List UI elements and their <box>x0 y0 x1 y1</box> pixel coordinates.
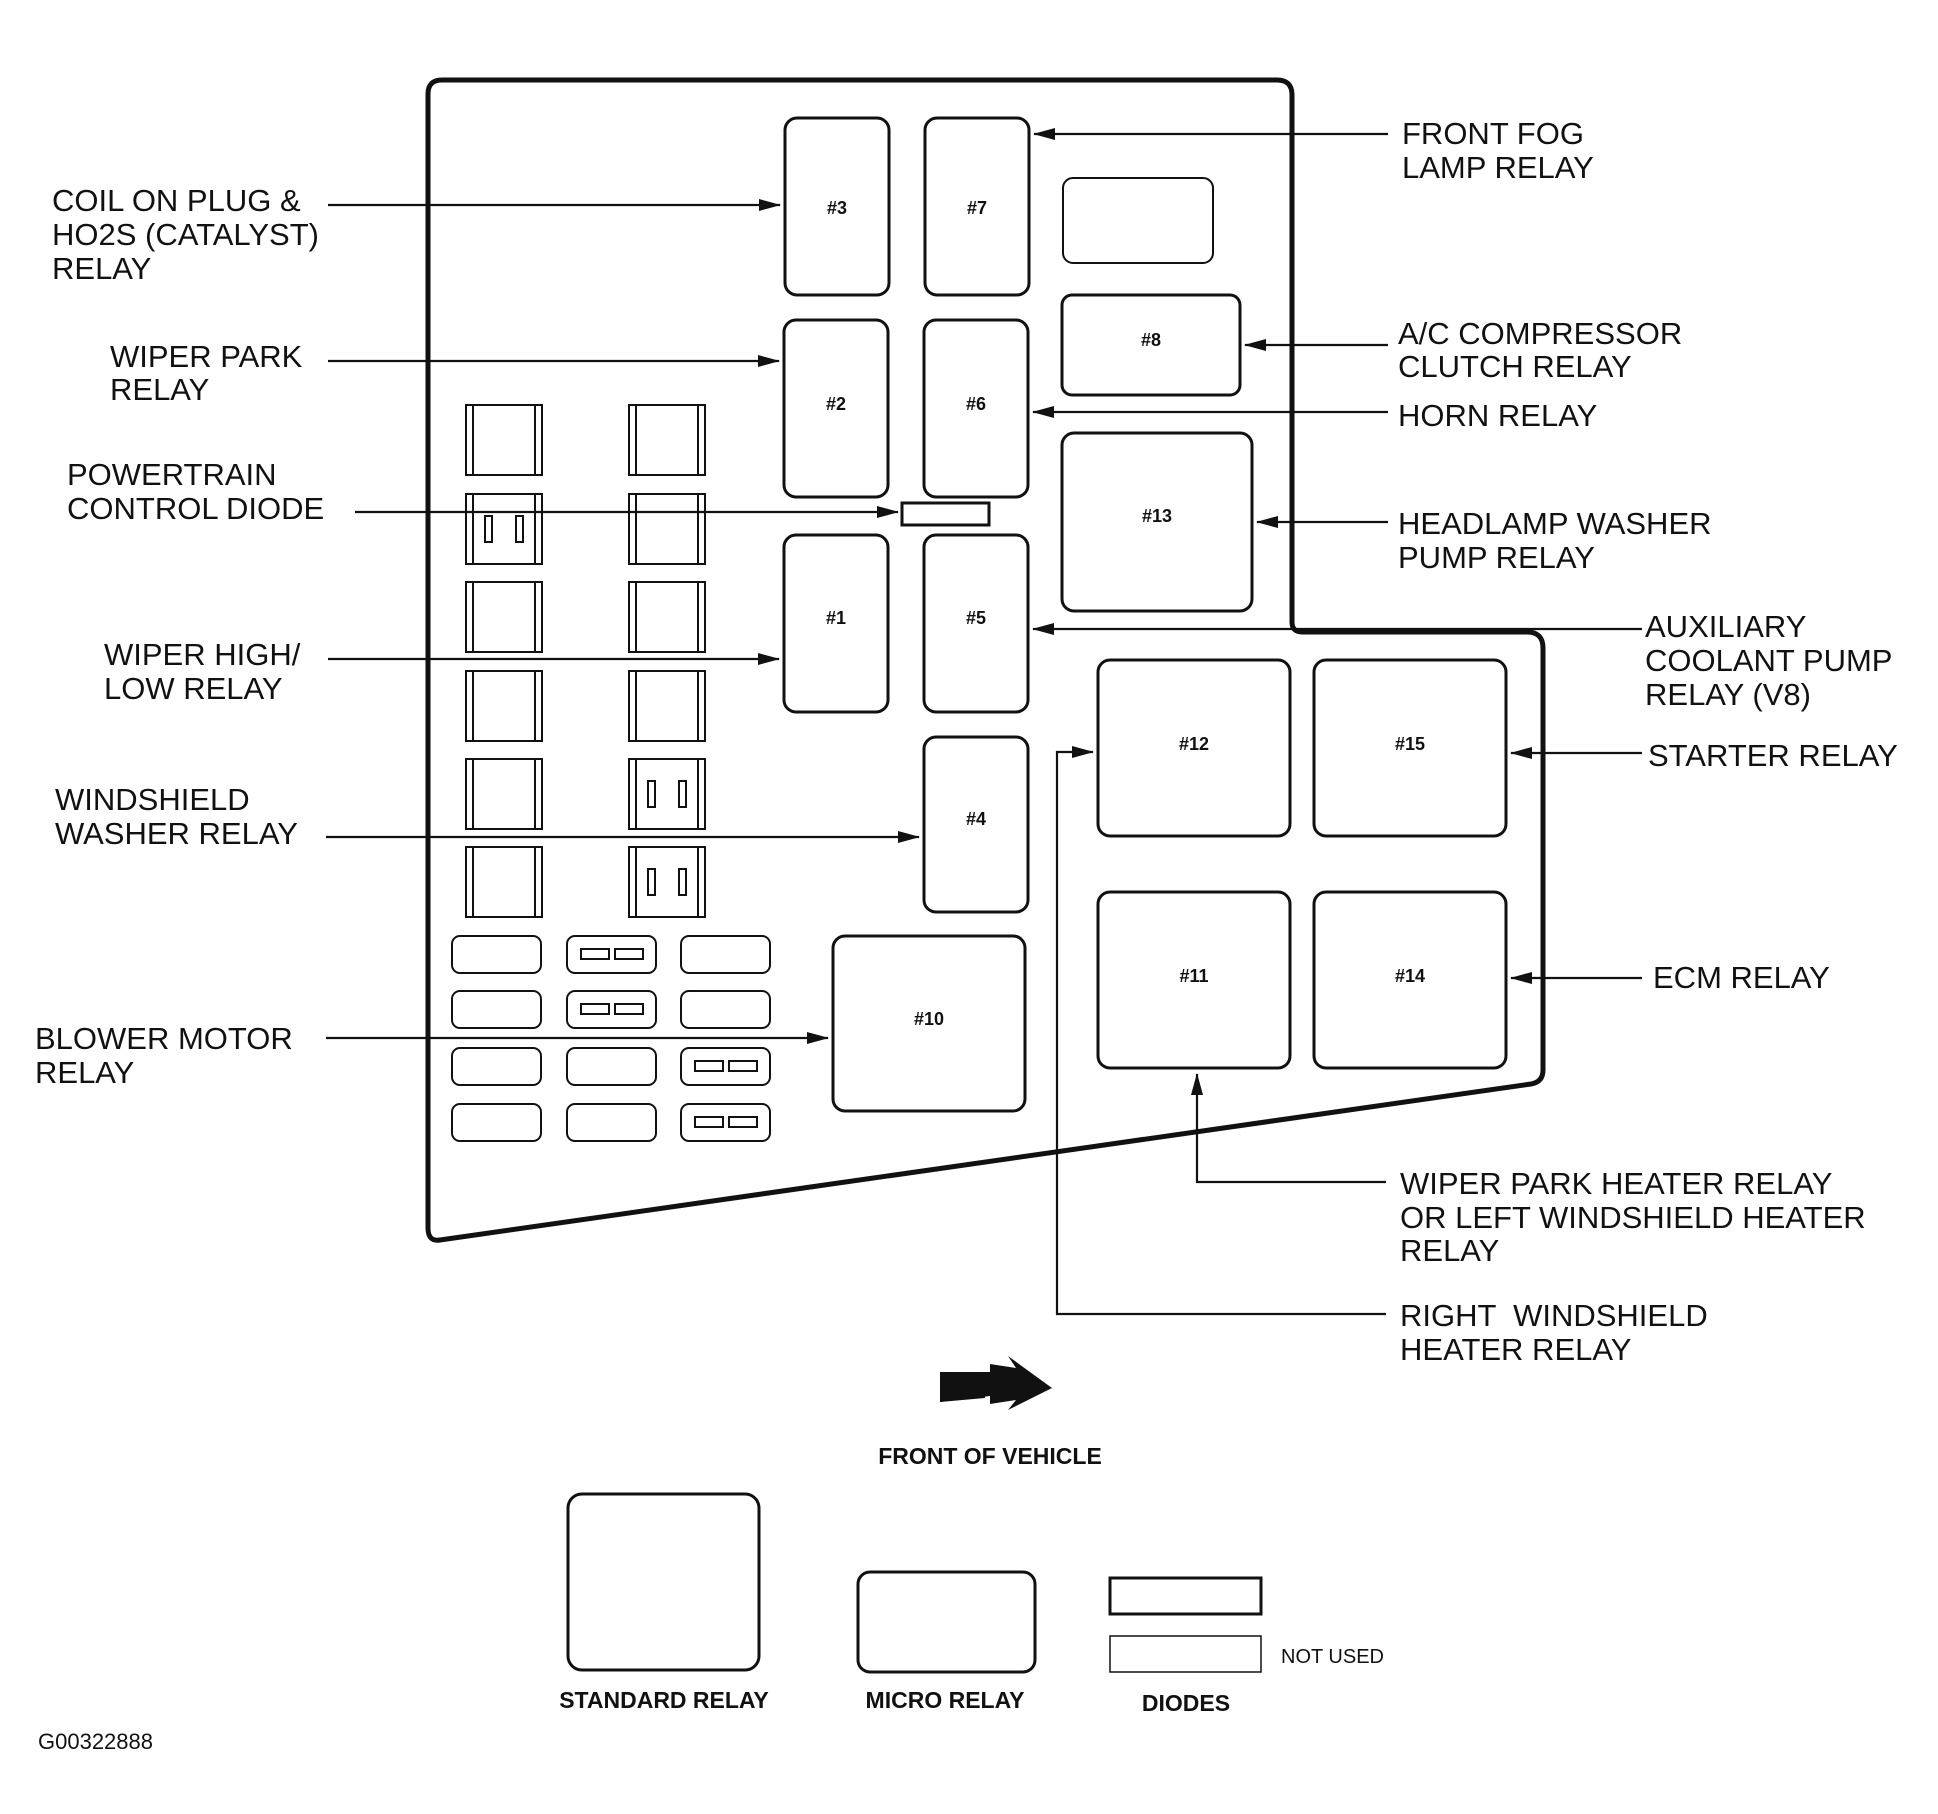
relay-13: #13 <box>1060 431 1254 613</box>
label-horn: HORN RELAY <box>1398 398 1597 433</box>
fuse-terminal <box>515 515 524 543</box>
relay-6: #6 <box>922 318 1030 499</box>
maxi-fuse <box>628 846 706 918</box>
front-arrow-icon <box>940 1356 1052 1410</box>
maxi-fuse <box>628 493 706 565</box>
svg-text:#4: #4 <box>966 809 986 829</box>
fuse-grid <box>451 404 771 1142</box>
legend-micro-relay-icon <box>856 1570 1037 1674</box>
relay-11: #11 <box>1096 890 1292 1070</box>
maxi-fuse <box>465 758 543 830</box>
svg-text:#5: #5 <box>966 608 986 628</box>
fuse-terminal <box>484 515 493 543</box>
mini-fuse <box>566 990 657 1029</box>
label-windshield-washer: WINDSHIELD WASHER RELAY <box>55 782 298 851</box>
label-aux-coolant: AUXILIARY COOLANT PUMP RELAY (V8) <box>1645 609 1901 712</box>
mini-fuse-blade <box>614 1003 644 1015</box>
svg-text:#8: #8 <box>1141 330 1161 350</box>
svg-text:#15: #15 <box>1395 734 1425 754</box>
relay-3: #3 <box>783 116 891 297</box>
label-wiper-high-low: WIPER HIGH/ LOW RELAY <box>104 637 309 706</box>
relay-8: #8 <box>1060 293 1242 397</box>
unused-slot <box>1062 177 1214 264</box>
relay-7: #7 <box>923 116 1031 297</box>
label-starter: STARTER RELAY <box>1648 738 1898 773</box>
fuse-terminal <box>678 780 687 808</box>
svg-text:#2: #2 <box>826 394 846 414</box>
mini-fuse <box>680 1047 771 1086</box>
mini-fuse <box>451 990 542 1029</box>
relay-1: #1 <box>782 533 890 714</box>
label-wiper-park: WIPER PARK RELAY <box>110 339 311 407</box>
mini-fuse-blade <box>580 948 610 960</box>
front-of-vehicle-label: FRONT OF VEHICLE <box>878 1443 1102 1469</box>
mini-fuse <box>566 1047 657 1086</box>
relay-4: #4 <box>922 735 1030 914</box>
fuse-box-outline <box>425 77 1546 1243</box>
mini-fuse <box>680 1103 771 1142</box>
relay-5: #5 <box>922 533 1030 714</box>
label-ac-compressor: A/C COMPRESSOR CLUTCH RELAY <box>1398 316 1691 384</box>
svg-text:#1: #1 <box>826 608 846 628</box>
mini-fuse-blade <box>694 1060 724 1072</box>
legend-not-used-icon <box>1109 1635 1262 1673</box>
legend-standard-relay-icon <box>566 1492 761 1672</box>
maxi-fuse <box>628 670 706 742</box>
label-headlamp-washer: HEADLAMP WASHER PUMP RELAY <box>1398 506 1720 575</box>
maxi-fuse <box>628 404 706 476</box>
mini-fuse <box>566 1103 657 1142</box>
legend-diode-icon <box>1108 1576 1263 1616</box>
legend-diodes-label: DIODES <box>1142 1690 1230 1716</box>
svg-text:#14: #14 <box>1395 966 1425 986</box>
label-powertrain-diode: POWERTRAIN CONTROL DIODE <box>67 457 324 526</box>
leader-lines <box>326 128 1642 1316</box>
svg-text:#6: #6 <box>966 394 986 414</box>
relay-14: #14 <box>1312 890 1508 1070</box>
relay-12: #12 <box>1096 658 1292 838</box>
mini-fuse <box>451 1047 542 1086</box>
label-coil-on-plug: COIL ON PLUG & HO2S (CATALYST) RELAY <box>52 183 328 286</box>
mini-fuse-blade <box>694 1116 724 1128</box>
mini-fuse <box>566 935 657 974</box>
label-right-windshield: RIGHT WINDSHIELD HEATER RELAY <box>1400 1298 1716 1367</box>
svg-text:#3: #3 <box>827 198 847 218</box>
label-front-fog: FRONT FOG LAMP RELAY <box>1402 116 1594 185</box>
fuse-terminal <box>647 868 656 896</box>
legend-not-used-label: NOT USED <box>1281 1646 1384 1668</box>
mini-fuse-blade <box>728 1116 758 1128</box>
relay-2: #2 <box>782 318 890 499</box>
fuse-terminal <box>647 780 656 808</box>
svg-text:#10: #10 <box>914 1009 944 1029</box>
relay-15: #15 <box>1312 658 1508 838</box>
label-ecm: ECM RELAY <box>1653 960 1830 995</box>
svg-text:#7: #7 <box>967 198 987 218</box>
powertrain-diode <box>900 501 991 527</box>
maxi-fuse <box>465 581 543 653</box>
maxi-fuse <box>465 670 543 742</box>
maxi-fuse <box>465 493 543 565</box>
maxi-fuse <box>628 581 706 653</box>
legend-micro-relay-label: MICRO RELAY <box>866 1687 1025 1713</box>
relay-10: #10 <box>831 934 1027 1113</box>
figure-id: G00322888 <box>38 1729 153 1754</box>
mini-fuse-blade <box>614 948 644 960</box>
maxi-fuse <box>628 758 706 830</box>
svg-text:#11: #11 <box>1179 966 1208 986</box>
mini-fuse-blade <box>728 1060 758 1072</box>
label-wiper-park-heater: WIPER PARK HEATER RELAY OR LEFT WINDSHIE… <box>1400 1166 1874 1268</box>
mini-fuse <box>680 935 771 974</box>
svg-text:#13: #13 <box>1142 506 1172 526</box>
maxi-fuse <box>465 404 543 476</box>
mini-fuse <box>680 990 771 1029</box>
legend-standard-relay-label: STANDARD RELAY <box>559 1687 769 1713</box>
mini-fuse <box>451 1103 542 1142</box>
mini-fuse <box>451 935 542 974</box>
svg-text:#12: #12 <box>1179 734 1209 754</box>
maxi-fuse <box>465 846 543 918</box>
mini-fuse-blade <box>580 1003 610 1015</box>
fuse-terminal <box>678 868 687 896</box>
label-blower-motor: BLOWER MOTOR RELAY <box>35 1021 301 1090</box>
